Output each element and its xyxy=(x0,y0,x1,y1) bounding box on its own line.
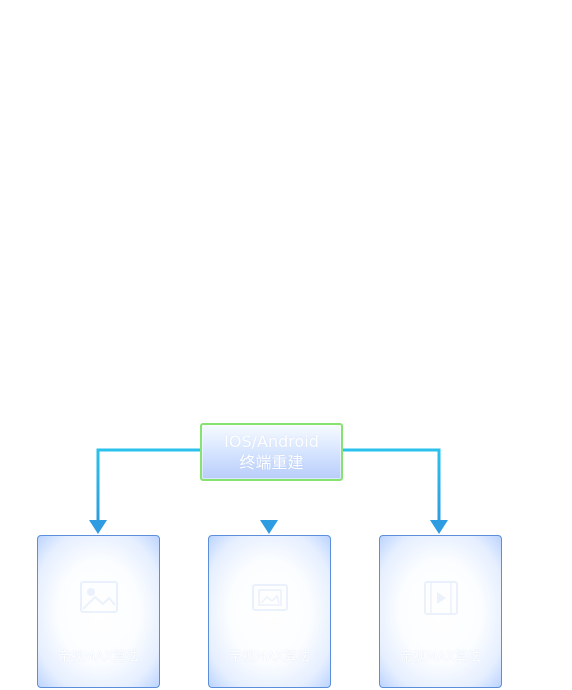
film-icon xyxy=(423,581,458,615)
right-arrowhead xyxy=(430,520,448,534)
center-arrowhead xyxy=(260,520,278,534)
card-label-3: 帝视MAX算法 xyxy=(399,650,481,665)
card-label-1: 帝视MAX算法 xyxy=(57,650,139,665)
center-node-line-1: IOS/Android xyxy=(224,432,319,451)
algorithm-card-3: 帝视MAX算法 xyxy=(379,535,502,688)
right-connector-line xyxy=(339,448,441,521)
center-node-line-2: 终端重建 xyxy=(239,453,304,472)
left-arrowhead xyxy=(89,520,107,534)
algorithm-card-1: 帝视MAX算法 xyxy=(37,535,160,688)
center-node: IOS/Android 终端重建 xyxy=(200,423,343,481)
image-icon xyxy=(79,581,118,613)
card-label-2: 帝视MAX算法 xyxy=(228,650,310,665)
algorithm-card-2: 帝视MAX算法 xyxy=(208,535,331,688)
image-frame-icon xyxy=(251,584,288,611)
left-connector-line xyxy=(96,448,200,521)
